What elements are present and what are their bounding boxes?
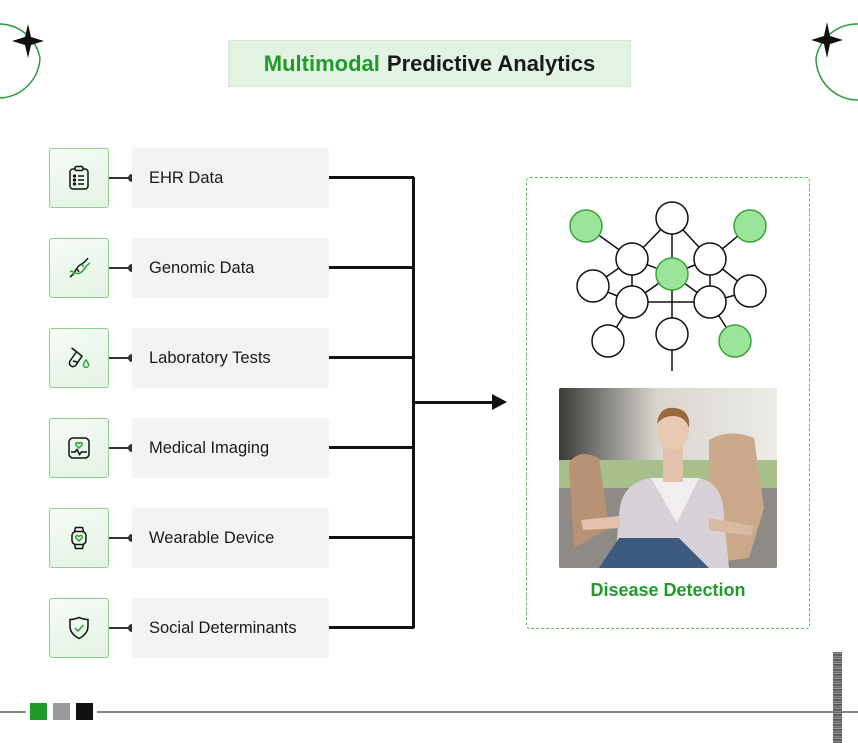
footer-square-gray	[53, 703, 70, 720]
connector	[109, 357, 132, 359]
social-determinants-tile	[49, 598, 109, 658]
bracket-line	[329, 446, 414, 449]
medical-imaging-tile	[49, 418, 109, 478]
input-label-laboratory-tests: Laboratory Tests	[132, 328, 329, 388]
shield-check-icon	[69, 616, 89, 640]
bracket-line	[329, 536, 414, 539]
connector	[109, 177, 132, 179]
input-label-genomic-data: Genomic Data	[132, 238, 329, 298]
heart-monitor-icon	[68, 437, 90, 459]
neural-network-icon	[569, 201, 767, 371]
disease-detection-label: Disease Detection	[590, 580, 746, 600]
arrow-right-icon	[492, 394, 507, 410]
input-label-social-determinants: Social Determinants	[132, 598, 329, 658]
clipboard-list-icon	[69, 165, 89, 190]
patient-photo	[559, 388, 777, 568]
ehr-data-tile	[49, 148, 109, 208]
title-accent: Multimodal	[263, 50, 380, 76]
bracket-line	[329, 356, 414, 359]
input-label-ehr-data: EHR Data	[132, 148, 329, 208]
footer-line-right	[97, 711, 858, 713]
title-rest: Predictive Analytics	[386, 50, 596, 76]
connector	[109, 537, 132, 539]
footer-square-green	[30, 703, 47, 720]
input-label-wearable-device: Wearable Device	[132, 508, 329, 568]
test-tube-icon	[68, 347, 90, 369]
arrow-shaft	[414, 401, 494, 404]
wearable-device-tile	[49, 508, 109, 568]
corner-sparkle-left	[0, 23, 44, 99]
connector	[109, 627, 132, 629]
bracket-line	[329, 176, 414, 179]
footer-line-left	[0, 711, 26, 713]
connector	[109, 447, 132, 449]
genomic-data-tile	[49, 238, 109, 298]
smartwatch-icon	[71, 526, 87, 550]
result-panel	[526, 177, 810, 629]
laboratory-tests-tile	[49, 328, 109, 388]
bracket-line	[329, 266, 414, 269]
dna-icon	[69, 257, 91, 278]
footer-square-black	[76, 703, 93, 720]
decorative-texture-strip	[833, 652, 842, 743]
input-label-medical-imaging: Medical Imaging	[132, 418, 329, 478]
bracket-line	[329, 626, 414, 629]
bracket-spine	[412, 177, 415, 628]
connector	[109, 267, 132, 269]
page-title: Multimodal Predictive Analytics	[228, 40, 631, 87]
corner-sparkle-right	[811, 22, 858, 101]
